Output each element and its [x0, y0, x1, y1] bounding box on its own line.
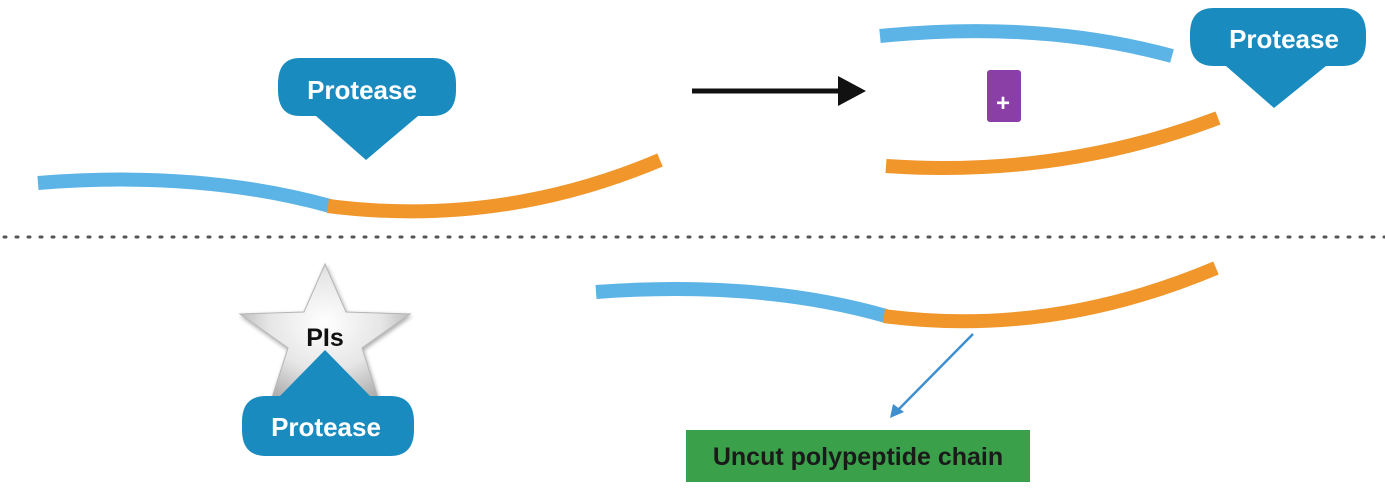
- chain-segment-orange: [883, 261, 1219, 329]
- polypeptide-chain-uncleaved: [37, 153, 663, 219]
- uncut-chain-label-box: Uncut polypeptide chain: [686, 430, 1030, 482]
- pointer-arrow: [890, 333, 974, 418]
- protease-top-left: Protease: [278, 58, 456, 160]
- chain-product-orange: [885, 111, 1221, 175]
- arrow-right-icon: [692, 76, 866, 106]
- chain-product-blue: [879, 24, 1174, 63]
- uncut-chain-label: Uncut polypeptide chain: [713, 443, 1003, 471]
- protease-label: Protease: [271, 412, 381, 442]
- protease-label: Protease: [307, 75, 417, 105]
- protease-shape: [278, 58, 456, 160]
- chain-segment-orange: [327, 153, 663, 219]
- chain-segment-blue: [595, 282, 888, 323]
- protease-bottom: Protease: [242, 350, 414, 456]
- plus-icon: +: [987, 70, 1021, 122]
- protease-label: Protease: [1229, 24, 1339, 54]
- protease-shape: [1190, 8, 1366, 108]
- chain-segment-blue: [37, 172, 332, 213]
- polypeptide-chain-uncut: [595, 261, 1219, 329]
- protease-shape: [242, 350, 414, 456]
- svg-text:+: +: [996, 90, 1010, 117]
- inhibitor-label: PIs: [306, 324, 344, 352]
- protease-top-right: Protease: [1190, 8, 1366, 108]
- polypeptide-products: [879, 24, 1221, 175]
